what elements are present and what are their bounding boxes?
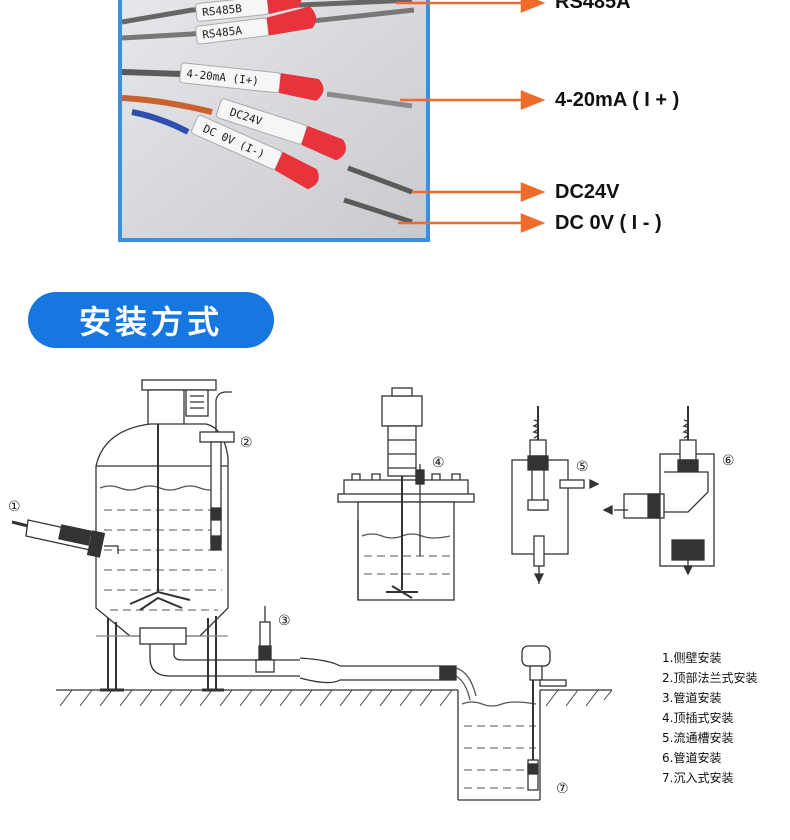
legend-item: 1.侧壁安装 <box>662 651 722 665</box>
terminal-4-20ma: 4-20mA ( I + ) <box>555 89 680 111</box>
legend-item: 4.顶插式安装 <box>662 711 734 725</box>
terminal-dc24v: DC24V <box>555 181 620 203</box>
tank <box>95 379 229 692</box>
arrow-4-20ma <box>520 90 546 110</box>
marker-2: ② <box>240 435 253 451</box>
installation-diagram: ① ② ③ ④ ⑤ ⑥ ⑦ <box>8 379 735 801</box>
flow-cell <box>511 406 600 584</box>
marker-7: ⑦ <box>556 781 569 797</box>
marker-4: ④ <box>432 455 445 471</box>
vessel-top-insert <box>337 387 475 601</box>
wiring-arrows <box>396 0 546 233</box>
wire-label-rs485b: RS485B <box>202 2 243 19</box>
arrow-rs485a <box>520 0 546 13</box>
ground-hatching <box>59 689 613 707</box>
legend-item: 2.顶部法兰式安装 <box>662 671 758 685</box>
arrow-dc24v <box>520 182 546 202</box>
marker-1: ① <box>8 499 21 515</box>
immersion-tank <box>457 645 567 801</box>
wire-label-rs485a: RS485A <box>202 24 243 42</box>
wiring-photo: RS485B RS485A 4-20mA (I+) DC24V <box>118 0 430 242</box>
installation-legend: 1.侧壁安装 2.顶部法兰式安装 3.管道安装 4.顶插式安装 5.流通槽安装 … <box>662 648 757 788</box>
terminal-rs485a: RS485A <box>555 0 631 13</box>
legend-item: 5.流通槽安装 <box>662 731 734 745</box>
wiring-photo-illustration: RS485B RS485A 4-20mA (I+) DC24V <box>122 0 426 238</box>
pipe-tee <box>602 406 715 576</box>
marker-5: ⑤ <box>576 459 589 475</box>
markers: ① ② ③ ④ ⑤ ⑥ ⑦ <box>8 435 735 797</box>
terminal-dc0v: DC 0V ( I - ) <box>555 212 662 234</box>
section-title: 安装方式 <box>28 292 274 348</box>
outlet-pipe <box>139 627 477 701</box>
sensor-side-wall <box>11 519 119 558</box>
legend-item: 7.沉入式安装 <box>662 771 734 785</box>
legend-item: 3.管道安装 <box>662 691 722 705</box>
marker-3: ③ <box>278 613 291 629</box>
arrow-dc0v <box>520 213 546 233</box>
sensor-pipe <box>255 606 275 673</box>
sensor-top-flange <box>199 391 235 551</box>
marker-6: ⑥ <box>722 453 735 469</box>
legend-item: 6.管道安装 <box>662 751 722 765</box>
